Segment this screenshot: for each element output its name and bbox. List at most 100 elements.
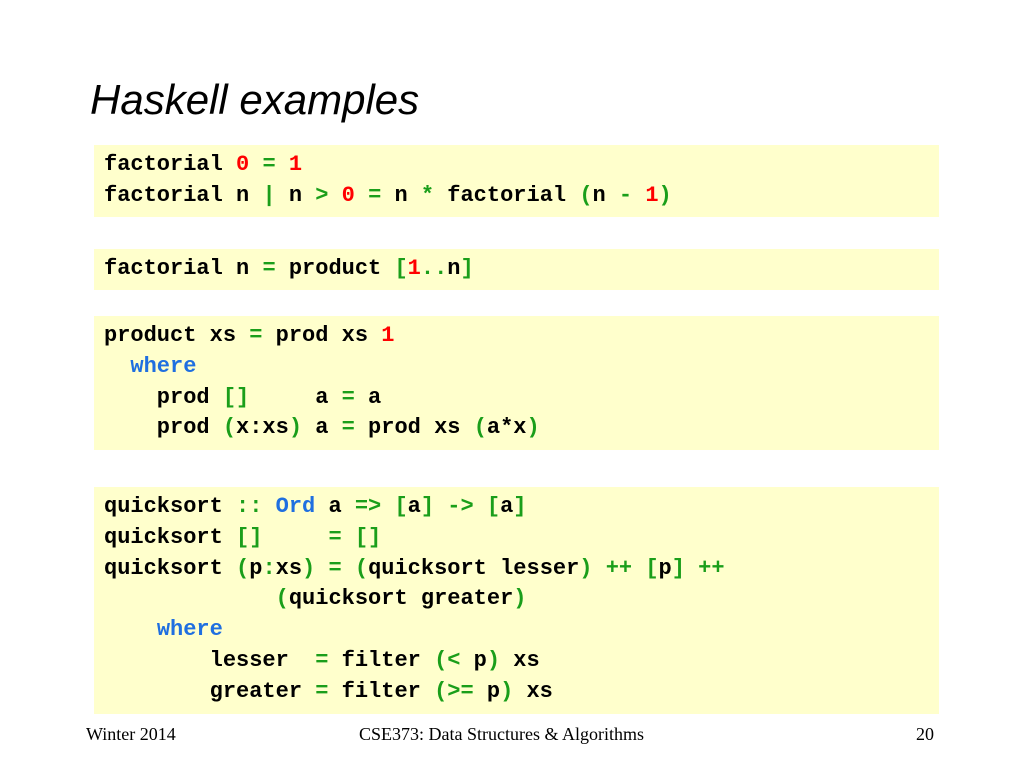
code-token: ) (658, 182, 672, 208)
code-token: ] (460, 256, 474, 281)
code-token: ) (288, 415, 303, 441)
code-token (328, 183, 341, 208)
code-token: prod (104, 415, 223, 441)
code-token: n (592, 182, 619, 208)
code-line: quicksort :: Ord a => [a] -> [a] (104, 492, 929, 523)
code-token: xs (275, 555, 303, 581)
code-token: a (249, 384, 342, 410)
code-token: [ (394, 494, 408, 519)
code-token: ( (579, 182, 593, 208)
code-token: quicksort (104, 524, 237, 550)
code-token: ] (671, 555, 685, 581)
code-line: lesser = filter (< p) xs (104, 646, 929, 677)
code-token: prod (104, 384, 223, 410)
code-token: where (130, 353, 197, 379)
code-token: xs (513, 678, 553, 704)
code-token: Ord (275, 494, 316, 519)
code-token: .. (420, 256, 448, 281)
code-token: = (249, 323, 263, 348)
code-token: ] (513, 494, 527, 519)
code-token: where (156, 617, 223, 643)
code-token: => (354, 494, 382, 519)
code-token: 1 (288, 152, 303, 177)
code-token: ) (526, 415, 540, 441)
code-token: = (341, 384, 355, 410)
code-token: p (249, 555, 263, 581)
code-token: = (328, 555, 342, 581)
code-token: > (315, 182, 329, 208)
code-token: [] (236, 524, 263, 550)
code-token: a*x (486, 415, 527, 441)
code-token: 0 (341, 182, 355, 208)
code-token: (< (434, 647, 461, 673)
code-token: n (275, 182, 316, 208)
code-token: filter (328, 647, 435, 673)
code-token: ) (302, 555, 316, 581)
code-block-factorial-product: factorial n = product [1..n] (94, 249, 939, 290)
code-token: 0 (236, 152, 250, 177)
code-token: a (315, 494, 355, 519)
code-token: ] (420, 494, 435, 519)
code-token (632, 556, 645, 581)
code-token: :: (236, 494, 263, 519)
code-token: [] (222, 384, 250, 410)
code-line: where (104, 615, 929, 646)
code-token: quicksort (104, 555, 237, 581)
code-line: product xs = prod xs 1 (104, 321, 929, 352)
code-line: factorial 0 = 1 (104, 150, 929, 181)
code-line: quicksort [] = [] (104, 523, 929, 554)
code-token: 1 (407, 256, 421, 281)
code-token (262, 494, 275, 519)
code-token: a (302, 415, 342, 441)
code-token (315, 556, 328, 581)
code-token: prod xs (354, 415, 474, 441)
code-token: [ (645, 555, 659, 581)
code-block-product-definition: product xs = prod xs 1 where prod [] a =… (94, 316, 939, 450)
code-token: p (658, 555, 672, 581)
code-token: p (473, 678, 501, 704)
code-token (685, 556, 698, 581)
footer-course: CSE373: Data Structures & Algorithms (359, 724, 644, 744)
code-token: (>= (434, 678, 474, 704)
code-block-quicksort: quicksort :: Ord a => [a] -> [a]quicksor… (94, 487, 939, 714)
code-token: factorial n (104, 182, 263, 208)
code-token: a (354, 384, 382, 410)
code-token: : (262, 555, 276, 581)
code-token (434, 494, 447, 519)
code-line: greater = filter (>= p) xs (104, 677, 929, 708)
code-token (249, 152, 262, 177)
code-token: = (315, 647, 329, 673)
code-token: = (315, 678, 329, 704)
code-token (104, 586, 276, 611)
code-token: = (368, 182, 382, 208)
footer-page-number: 20 (916, 724, 934, 744)
code-token: quicksort greater (288, 586, 514, 612)
code-token (104, 354, 130, 379)
code-token: ( (473, 415, 487, 441)
code-token: n (447, 256, 461, 281)
code-token: ++ (698, 555, 725, 581)
code-token: * (420, 182, 435, 208)
code-token: - (618, 182, 633, 208)
code-token (276, 152, 289, 177)
code-token: ) (486, 647, 501, 673)
code-token (381, 494, 394, 519)
code-line: factorial n = product [1..n] (104, 254, 929, 285)
code-token (342, 525, 355, 550)
code-line: where (104, 352, 929, 383)
footer-date: Winter 2014 (86, 724, 176, 744)
code-token: [ (394, 256, 408, 281)
code-token: ++ (605, 555, 633, 581)
code-token: ( (354, 555, 369, 581)
code-token: | (262, 182, 276, 208)
code-token: greater (104, 678, 316, 704)
code-line: factorial n | n > 0 = n * factorial (n -… (104, 181, 929, 212)
code-token (355, 183, 368, 208)
code-line: quicksort (p:xs) = (quicksort lesser) ++… (104, 554, 929, 585)
code-token: product (275, 256, 395, 281)
code-token: prod xs (262, 323, 382, 348)
code-token: factorial (434, 182, 580, 208)
code-token: xs (500, 647, 540, 673)
code-token: a (500, 494, 514, 519)
